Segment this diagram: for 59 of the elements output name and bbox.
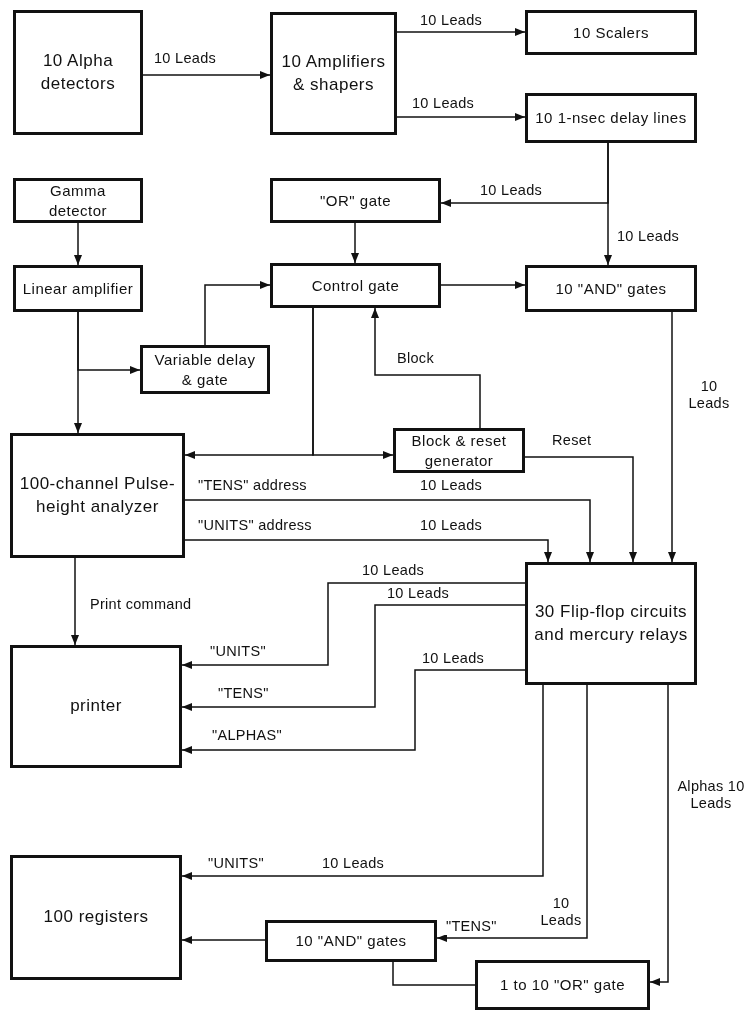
arrow xyxy=(184,539,552,563)
process-box xyxy=(10,645,182,768)
node-label: 10 "AND" gates xyxy=(295,931,407,951)
process-box xyxy=(393,428,525,473)
process-box xyxy=(10,433,185,558)
node-label: 10 Alpha detectors xyxy=(39,50,117,95)
arrow xyxy=(396,113,526,121)
process-box xyxy=(10,855,182,980)
arrow xyxy=(181,604,526,711)
arrow xyxy=(668,311,676,563)
arrow xyxy=(371,307,481,429)
process-box xyxy=(13,10,143,135)
arrow xyxy=(396,28,526,36)
arrow xyxy=(524,456,637,563)
arrow xyxy=(351,222,359,264)
arrow xyxy=(181,669,526,754)
node-label: Block & reset generator xyxy=(410,431,508,470)
arrow xyxy=(436,684,588,942)
node-label: 10 1-nsec delay lines xyxy=(535,108,687,128)
node-label: 10 Amplifiers & shapers xyxy=(280,51,387,96)
arrow xyxy=(181,684,544,880)
process-box xyxy=(525,562,697,685)
process-box xyxy=(270,178,441,223)
arrow xyxy=(74,311,82,434)
node-label: Linear amplifier xyxy=(22,278,134,299)
node-label: Control gate xyxy=(311,275,400,296)
node-label: printer xyxy=(70,695,122,718)
arrow xyxy=(604,142,612,266)
process-box xyxy=(265,920,437,962)
arrow xyxy=(312,307,394,459)
arrow xyxy=(181,582,526,669)
node-label: 100-channel Pulse-height analyzer xyxy=(19,473,176,518)
process-box xyxy=(13,178,143,223)
arrow xyxy=(649,684,669,986)
arrow xyxy=(142,71,271,79)
process-box xyxy=(475,960,650,1010)
process-box xyxy=(525,10,697,55)
node-label: 100 registers xyxy=(43,906,149,929)
connector-line xyxy=(392,961,476,986)
process-box xyxy=(270,12,397,135)
process-box xyxy=(270,263,441,308)
node-label: 30 Flip-flop circuits and mercury relays xyxy=(534,601,688,646)
process-box xyxy=(525,265,697,312)
process-box xyxy=(525,93,697,143)
node-label: 1 to 10 "OR" gate xyxy=(499,975,626,995)
arrow xyxy=(181,936,266,944)
arrow xyxy=(184,499,594,563)
node-label: "OR" gate xyxy=(320,190,391,211)
arrow xyxy=(71,557,79,646)
process-box xyxy=(13,265,143,312)
edge-label: "TENS" xyxy=(444,918,499,936)
node-label: 10 "AND" gates xyxy=(555,278,667,299)
node-label: 10 Scalers xyxy=(573,22,649,43)
arrow xyxy=(440,281,526,289)
node-label: Gamma detector xyxy=(47,181,109,220)
process-box xyxy=(140,345,270,394)
arrow xyxy=(74,222,82,266)
arrow xyxy=(204,281,271,346)
node-label: Variable delay & gate xyxy=(153,350,257,389)
